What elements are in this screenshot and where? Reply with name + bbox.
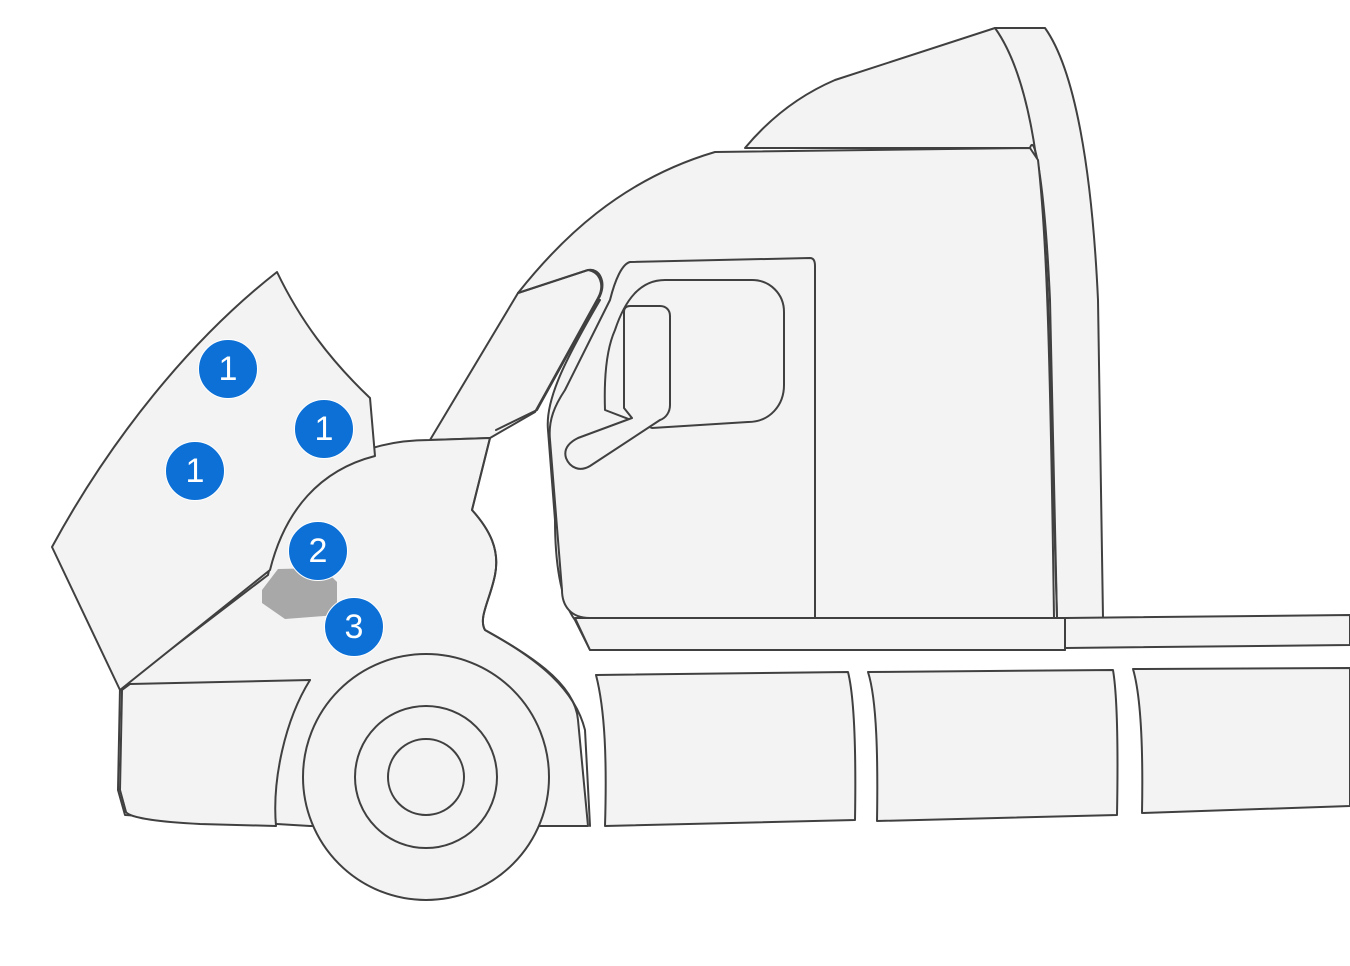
frame-rail xyxy=(1064,614,1350,649)
side-fairing-2 xyxy=(867,669,1119,822)
windshield-frame xyxy=(495,268,604,431)
callout-label: 1 xyxy=(218,349,238,388)
side-fairing-1 xyxy=(595,671,857,827)
side-mirror xyxy=(564,305,671,470)
callout-label: 1 xyxy=(314,409,334,448)
callout-label: 1 xyxy=(185,451,205,490)
callout-marker-1a[interactable]: 1 xyxy=(198,339,258,399)
callout-label: 2 xyxy=(308,531,328,570)
callout-marker-1c[interactable]: 1 xyxy=(165,441,225,501)
front-wheel-tire xyxy=(302,653,550,901)
front-wheel-rim xyxy=(354,705,498,849)
side-fairing-3 xyxy=(1132,667,1350,814)
callout-marker-1b[interactable]: 1 xyxy=(294,399,354,459)
front-wheel-hub xyxy=(387,738,465,816)
callout-marker-2[interactable]: 2 xyxy=(288,521,348,581)
fender-cab-edge xyxy=(471,437,591,827)
callout-label: 3 xyxy=(344,607,364,646)
cab-step xyxy=(574,617,1066,651)
front-bumper xyxy=(119,679,311,827)
callout-marker-3[interactable]: 3 xyxy=(324,597,384,657)
